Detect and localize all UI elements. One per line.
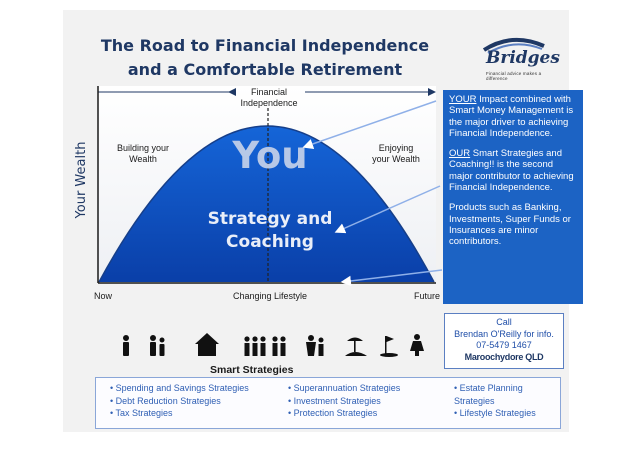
- strategies-box: Spending and Savings Strategies Debt Red…: [95, 377, 561, 429]
- list-item: Estate Planning Strategies: [454, 382, 560, 407]
- bridges-logo: Bridges Financial advice makes a differe…: [464, 34, 564, 82]
- peak-label-line-1: Financial: [250, 87, 288, 97]
- list-item: Superannuation Strategies: [288, 382, 401, 395]
- enjoying-line-2: your Wealth: [372, 154, 420, 164]
- enjoying-wealth-label: Enjoying your Wealth: [360, 143, 432, 165]
- peak-label: Financial Independence: [232, 87, 306, 109]
- lifestyle-icons: [123, 333, 424, 357]
- building-wealth-label: Building your Wealth: [108, 143, 178, 165]
- strategies-column-3: Estate Planning Strategies Lifestyle Str…: [454, 382, 560, 420]
- info-paragraph-2: OUR Smart Strategies and Coaching!! is t…: [449, 148, 577, 193]
- info-p2-emphasis: OUR: [449, 148, 471, 160]
- list-item: Lifestyle Strategies: [454, 407, 560, 420]
- pointer-you-icon: [302, 100, 437, 149]
- you-label: You: [232, 134, 308, 177]
- title-line-2: and a Comfortable Retirement: [127, 60, 403, 79]
- logo-wordmark: Bridges: [486, 48, 560, 68]
- info-p1-emphasis: YOUR: [449, 94, 477, 105]
- building-line-2: Wealth: [129, 154, 157, 164]
- golf-icon: [380, 336, 398, 357]
- x-middle-label: Changing Lifestyle: [232, 291, 308, 301]
- pointer-products-icon: [340, 269, 443, 287]
- info-p2-text: Smart Strategies and Coaching!! is the s…: [449, 148, 574, 194]
- strategies-column-1: Spending and Savings Strategies Debt Red…: [110, 382, 249, 420]
- house-icon: [195, 333, 219, 356]
- peak-label-line-2: Independence: [240, 98, 298, 108]
- group-icon: [244, 336, 266, 356]
- logo-tagline: Financial advice makes a difference: [486, 71, 542, 81]
- x-start-label: Now: [94, 291, 113, 301]
- list-item: Spending and Savings Strategies: [110, 382, 249, 395]
- person-icon: [123, 335, 129, 356]
- business-icon: [306, 335, 324, 356]
- strategy-line-1: Strategy and: [207, 209, 333, 229]
- list-item: Protection Strategies: [288, 407, 400, 420]
- info-panel: YOUR Impact combined with Smart Money Ma…: [443, 90, 583, 304]
- info-p1-text: Impact combined with Smart Money Managem…: [449, 94, 574, 139]
- beach-icon: [345, 337, 367, 356]
- strategies-column-2: Superannuation Strategies Investment Str…: [288, 382, 401, 420]
- smart-strategies-title: Smart Strategies: [210, 364, 294, 376]
- call-line-2: Brendan O'Reilly for info.: [454, 328, 554, 339]
- building-line-1: Building your: [116, 143, 170, 153]
- family-icon: [150, 335, 165, 356]
- call-phone: 07-5479 1467: [476, 340, 532, 350]
- info-paragraph-1: YOUR Impact combined with Smart Money Ma…: [449, 94, 577, 139]
- call-location: Maroochydore QLD: [464, 351, 544, 362]
- call-line-1: Call: [496, 317, 512, 327]
- list-item: Investment Strategies: [288, 395, 400, 408]
- page-title: The Road to Financial Independence and a…: [100, 34, 430, 82]
- list-item: Tax Strategies: [110, 407, 249, 420]
- woman-icon: [410, 334, 424, 356]
- strategy-line-2: Coaching: [226, 232, 314, 252]
- y-axis-label: Your Wealth: [74, 141, 89, 219]
- strategy-coaching-label: Strategy and Coaching: [196, 208, 344, 254]
- title-line-1: The Road to Financial Independence: [100, 36, 430, 55]
- x-end-label: Future: [414, 291, 441, 301]
- enjoying-line-1: Enjoying: [378, 143, 414, 153]
- pointer-strategy-icon: [334, 185, 441, 234]
- info-paragraph-3: Products such as Banking, Investments, S…: [449, 202, 571, 248]
- bridges-arc-icon: [482, 37, 545, 54]
- list-item: Debt Reduction Strategies: [110, 395, 249, 408]
- people-icon: [272, 336, 286, 356]
- call-box: Call Brendan O'Reilly for info. 07-5479 …: [444, 313, 564, 369]
